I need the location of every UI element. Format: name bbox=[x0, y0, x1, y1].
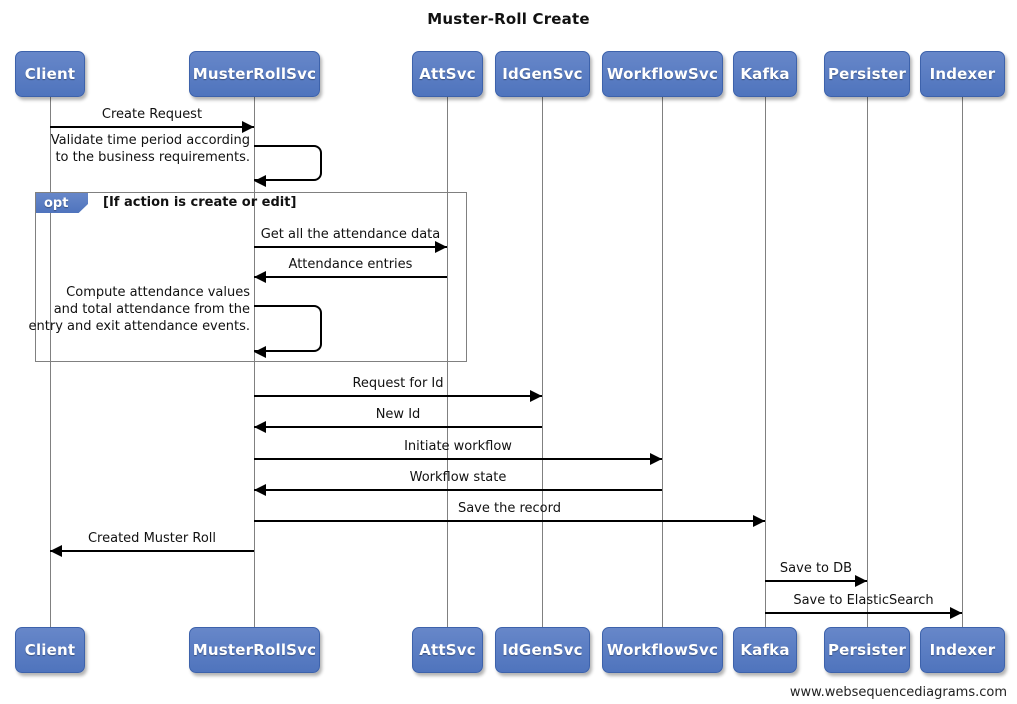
arrowhead-s2 bbox=[254, 346, 266, 358]
lifeline-idgensvc bbox=[542, 97, 543, 627]
lifeline-attsvc bbox=[447, 97, 448, 627]
lifeline-kafka bbox=[765, 97, 766, 627]
participant-idgensvc-bottom[interactable]: IdGenSvc bbox=[495, 627, 590, 673]
message-line-m8 bbox=[254, 520, 765, 522]
message-label-m10: Save to DB bbox=[779, 561, 853, 576]
message-label-m7: Workflow state bbox=[409, 470, 507, 485]
participant-persister-top[interactable]: Persister bbox=[824, 51, 910, 97]
arrowhead-m2 bbox=[435, 241, 447, 253]
fragment-condition: [If action is create or edit] bbox=[103, 195, 297, 210]
message-line-m2 bbox=[254, 246, 447, 248]
arrowhead-m7 bbox=[254, 484, 266, 496]
participant-musterrollsvc-top[interactable]: MusterRollSvc bbox=[189, 51, 320, 97]
page-title: Muster-Roll Create bbox=[427, 10, 590, 28]
message-label-m9: Created Muster Roll bbox=[87, 531, 216, 546]
participant-attsvc-bottom[interactable]: AttSvc bbox=[412, 627, 483, 673]
footer-credit: www.websequencediagrams.com bbox=[789, 685, 1007, 700]
message-line-m3 bbox=[254, 276, 447, 278]
arrowhead-m3 bbox=[254, 271, 266, 283]
self-message-label-s1: Validate time period according to the bu… bbox=[50, 133, 250, 165]
arrowhead-m9 bbox=[50, 545, 62, 557]
message-label-m11: Save to ElasticSearch bbox=[793, 593, 934, 608]
fragment-opt bbox=[35, 192, 467, 362]
message-line-m5 bbox=[254, 426, 542, 428]
participant-kafka-bottom[interactable]: Kafka bbox=[733, 627, 797, 673]
participant-idgensvc-top[interactable]: IdGenSvc bbox=[495, 51, 590, 97]
message-label-m8: Save the record bbox=[457, 501, 562, 516]
self-message-loop-s2 bbox=[254, 305, 322, 352]
participant-indexer-top[interactable]: Indexer bbox=[920, 51, 1005, 97]
message-line-m10 bbox=[765, 580, 867, 582]
lifeline-musterrollsvc bbox=[254, 97, 255, 627]
participant-kafka-top[interactable]: Kafka bbox=[733, 51, 797, 97]
arrowhead-m1 bbox=[242, 121, 254, 133]
arrowhead-m4 bbox=[530, 390, 542, 402]
participant-musterrollsvc-bottom[interactable]: MusterRollSvc bbox=[189, 627, 320, 673]
message-line-m4 bbox=[254, 395, 542, 397]
lifeline-indexer bbox=[962, 97, 963, 627]
message-line-m1 bbox=[50, 126, 254, 128]
message-label-m5: New Id bbox=[375, 407, 421, 422]
participant-indexer-bottom[interactable]: Indexer bbox=[920, 627, 1005, 673]
arrowhead-m10 bbox=[855, 575, 867, 587]
participant-client-bottom[interactable]: Client bbox=[15, 627, 85, 673]
participant-attsvc-top[interactable]: AttSvc bbox=[412, 51, 483, 97]
message-label-m2: Get all the attendance data bbox=[260, 227, 441, 242]
participant-workflowsvc-top[interactable]: WorkflowSvc bbox=[602, 51, 723, 97]
arrowhead-m11 bbox=[950, 607, 962, 619]
message-label-m1: Create Request bbox=[101, 107, 203, 122]
arrowhead-m6 bbox=[650, 453, 662, 465]
fragment-tag-opt: opt bbox=[36, 193, 88, 213]
arrowhead-s1 bbox=[254, 175, 266, 187]
message-label-m3: Attendance entries bbox=[288, 257, 413, 272]
participant-persister-bottom[interactable]: Persister bbox=[824, 627, 910, 673]
lifeline-workflowsvc bbox=[662, 97, 663, 627]
lifeline-client bbox=[50, 97, 51, 627]
lifeline-persister bbox=[867, 97, 868, 627]
participant-client-top[interactable]: Client bbox=[15, 51, 85, 97]
message-line-m9 bbox=[50, 550, 254, 552]
message-line-m7 bbox=[254, 489, 662, 491]
message-label-m4: Request for Id bbox=[352, 376, 444, 391]
self-message-label-s2: Compute attendance values and total atte… bbox=[28, 285, 250, 334]
participant-workflowsvc-bottom[interactable]: WorkflowSvc bbox=[602, 627, 723, 673]
arrowhead-m5 bbox=[254, 421, 266, 433]
message-line-m6 bbox=[254, 458, 662, 460]
message-line-m11 bbox=[765, 612, 962, 614]
message-label-m6: Initiate workflow bbox=[404, 439, 512, 454]
self-message-loop-s1 bbox=[254, 145, 322, 181]
arrowhead-m8 bbox=[753, 515, 765, 527]
